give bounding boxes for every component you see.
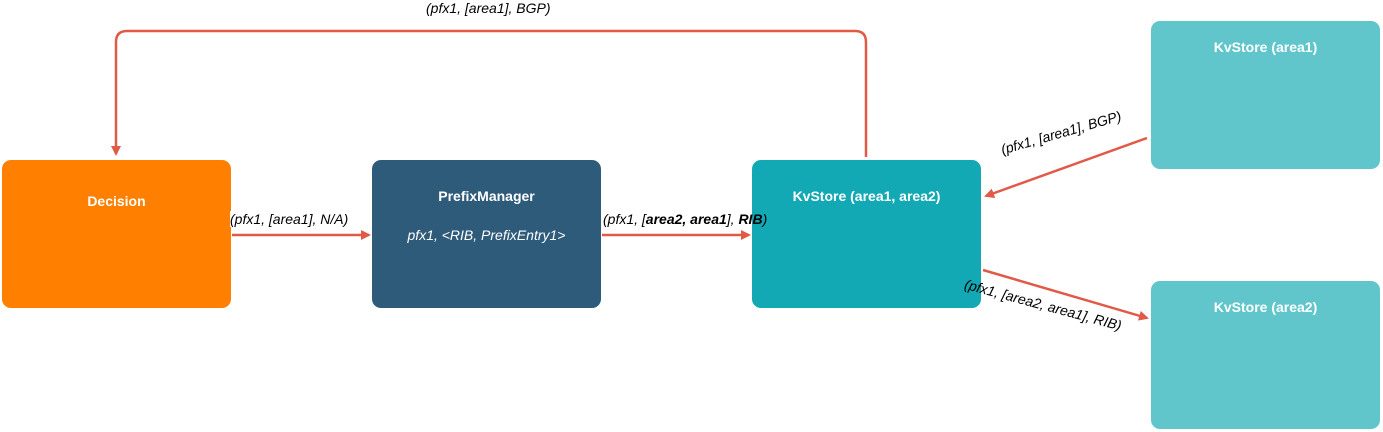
kvstore-area1-title: KvStore (area1) — [1213, 39, 1318, 55]
edge-label-prefixmanager-to-kvstore: (pfx1, [area2, area1], RIB) — [603, 211, 767, 227]
edge-kvstore-area1-to-kvstore — [984, 136, 1148, 198]
prefixmanager-title: PrefixManager — [438, 188, 535, 204]
kvstore-main-node[interactable]: KvStore (area1, area2) — [752, 160, 981, 308]
kvstore-area2-node[interactable]: KvStore (area2) — [1151, 281, 1380, 429]
edge-kvstore-to-kvstore-area2 — [982, 268, 1149, 321]
edge-label-rib-mid: ], — [726, 211, 739, 227]
edge-label-rib-areas: area2, area1 — [645, 211, 727, 227]
edge-label-rib-prefix: (pfx1, [ — [603, 211, 646, 227]
decision-node[interactable]: Decision — [2, 160, 231, 308]
edge-label-decision-to-prefixmanager: (pfx1, [area1], N/A) — [230, 211, 349, 227]
decision-title: Decision — [87, 193, 146, 209]
edge-label-rib-suffix: ) — [762, 211, 768, 227]
kvstore-area2-title: KvStore (area2) — [1213, 299, 1318, 315]
edge-kvstore-to-decision — [111, 29, 868, 157]
prefixmanager-content: pfx1, <RIB, PrefixEntry1> — [407, 227, 566, 243]
kvstore-main-title: KvStore (area1, area2) — [792, 188, 941, 204]
edge-label-rib-source: RIB — [738, 211, 763, 227]
kvstore-area1-node[interactable]: KvStore (area1) — [1151, 21, 1380, 169]
prefixmanager-node[interactable]: PrefixManager pfx1, <RIB, PrefixEntry1> — [372, 160, 601, 308]
edge-label-kvstore-to-decision: (pfx1, [area1], BGP) — [426, 0, 551, 16]
